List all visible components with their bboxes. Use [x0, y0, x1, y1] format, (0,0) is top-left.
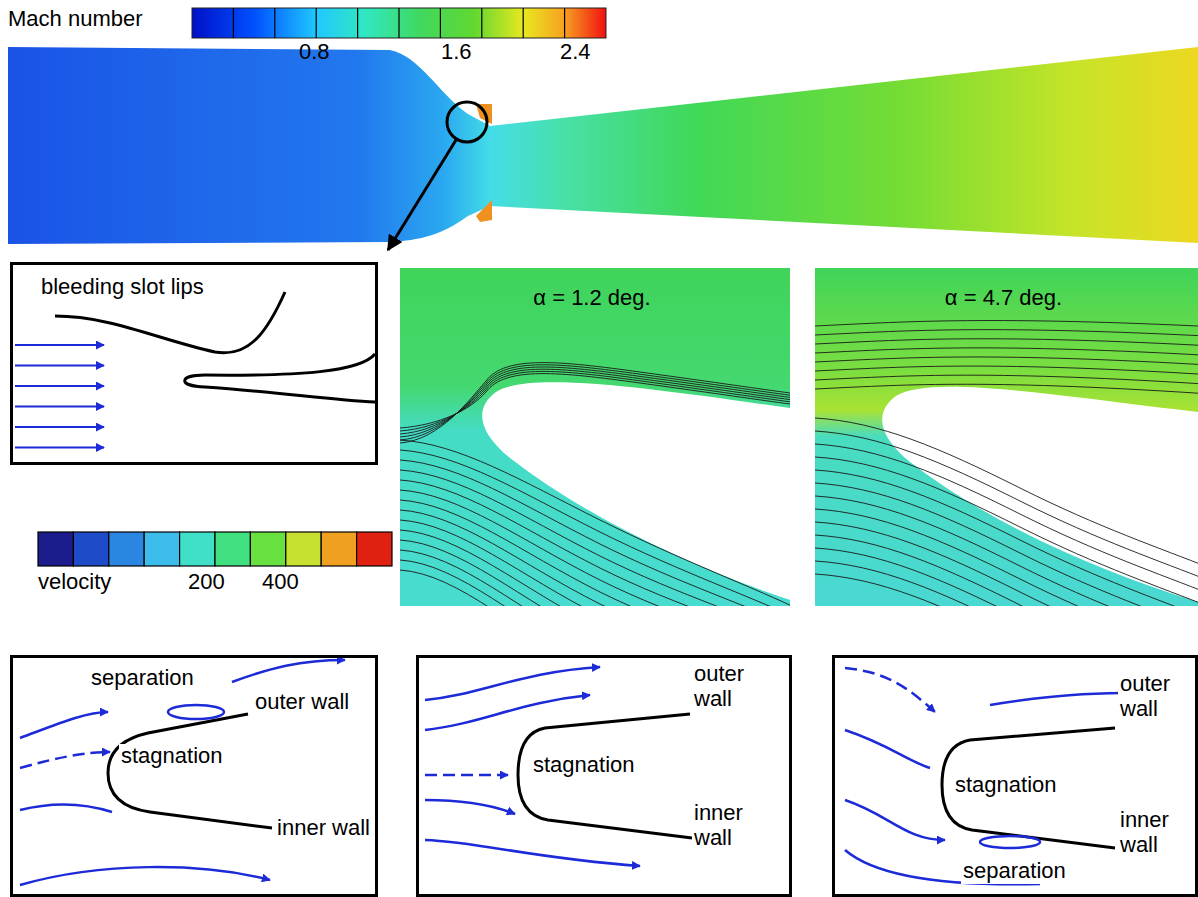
- simulation-panel: α = 4.7 deg.: [815, 268, 1198, 606]
- node-label: stagnation: [119, 744, 225, 769]
- streamline: [400, 363, 790, 443]
- streamline: [400, 540, 790, 606]
- colorbar-title: Mach number: [8, 7, 143, 32]
- node-label: α = 1.2 deg.: [533, 286, 650, 311]
- streamline: [400, 365, 790, 440]
- colorbar-title: velocity: [38, 570, 111, 595]
- colorbar-segment: [286, 532, 321, 566]
- node-label: inner wall: [692, 801, 786, 850]
- streamline: [815, 348, 1198, 355]
- flow-arrow: [15, 385, 104, 387]
- streamline: [400, 460, 790, 606]
- node-label: inner wall: [1118, 808, 1192, 857]
- colorbar-value: 2.4: [560, 40, 591, 65]
- colorbar-segment: [73, 532, 108, 566]
- node-label: separation: [961, 859, 1068, 884]
- flow-arrow: [15, 344, 104, 346]
- streamline: [815, 357, 1198, 364]
- streamline: [400, 500, 790, 606]
- colorbar-tick: [233, 8, 234, 38]
- streamline: [815, 574, 1198, 606]
- streamline: [815, 366, 1198, 374]
- node-label: separation: [89, 666, 196, 691]
- streamline: [400, 560, 790, 606]
- streamline: [815, 375, 1198, 383]
- colorbar-segment: [357, 532, 392, 566]
- node-label: bleeding slot lips: [41, 275, 204, 300]
- streamline: [400, 480, 790, 606]
- streamline: [400, 369, 790, 434]
- streamline: [815, 548, 1198, 606]
- flow-arrow: [15, 365, 104, 367]
- colorbar-value: 400: [262, 570, 299, 595]
- colorbar-value: 200: [188, 570, 225, 595]
- streamline: [400, 550, 790, 606]
- streamline: [815, 522, 1198, 606]
- colorbar-segment: [250, 532, 285, 566]
- flow-arrow: [15, 426, 104, 428]
- colorbar-segment: [180, 532, 215, 566]
- streamline: [815, 321, 1198, 326]
- colorbar-tick: [440, 8, 441, 38]
- streamline: [815, 496, 1198, 606]
- node-label: stagnation: [531, 753, 637, 778]
- colorbar-tick: [564, 8, 565, 38]
- flow-arrow: [15, 406, 104, 408]
- node-label: outer wall: [253, 690, 351, 715]
- streamline: [400, 570, 790, 606]
- colorbar-segment: [144, 532, 179, 566]
- streamline: [400, 440, 790, 606]
- colorbar-value: 1.6: [441, 40, 472, 65]
- colorbar-tick: [274, 8, 275, 38]
- flow-arrow: [15, 447, 104, 449]
- streamline: [400, 371, 790, 431]
- streamline: [400, 470, 790, 606]
- colorbar-tick: [316, 8, 317, 38]
- node-label: inner wall: [275, 816, 372, 841]
- colorbar-segment: [321, 532, 356, 566]
- colorbar-segment: [215, 532, 250, 566]
- colorbar-tick: [523, 8, 524, 38]
- schematic-box: outer wall stagnation inner wall separation: [832, 655, 1198, 897]
- colorbar-tick: [398, 8, 399, 38]
- node-label: stagnation: [953, 773, 1059, 798]
- node-label: outer wall: [1118, 672, 1192, 721]
- streamline: [815, 339, 1198, 345]
- colorbar-segment: [38, 532, 73, 566]
- inset-box: bleeding slot lips: [10, 262, 378, 465]
- simulation-panel: α = 1.2 deg.: [400, 268, 790, 606]
- node-label: α = 4.7 deg.: [945, 286, 1062, 311]
- schematic-box: separation outer wall stagnation inner wall: [10, 655, 378, 897]
- streamline: [400, 490, 790, 606]
- colorbar-segment: [109, 532, 144, 566]
- colorbar-value: 0.8: [299, 40, 330, 65]
- colorbar-tick: [481, 8, 482, 38]
- streamline: [815, 384, 1198, 393]
- streamline: [400, 520, 790, 606]
- colorbar-tick: [357, 8, 358, 38]
- streamline: [400, 374, 790, 428]
- schematic-box: outer wall stagnation inner wall: [416, 655, 792, 897]
- streamline: [400, 367, 790, 437]
- node-label: outer wall: [692, 662, 786, 711]
- streamline: [815, 330, 1198, 336]
